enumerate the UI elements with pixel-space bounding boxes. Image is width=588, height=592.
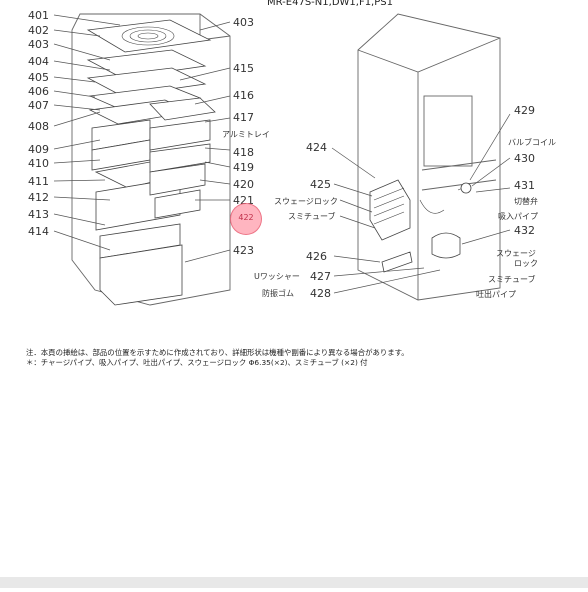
label-432-sub3: スミチューブ: [488, 274, 536, 284]
label-402: 402: [28, 24, 49, 37]
label-414: 414: [28, 225, 49, 238]
bottom-scroll-bar[interactable]: [0, 577, 588, 588]
right-leader-lines: [179, 21, 231, 263]
label-424: 424: [306, 141, 327, 154]
label-425-sub1: スウェージロック: [274, 197, 338, 206]
label-413: 413: [28, 208, 49, 221]
note-line-1: 注．本頁の挿絵は、部品の位置を示すために作成されており、詳細形状は機種や副番によ…: [26, 348, 409, 357]
label-411: 411: [28, 175, 49, 188]
label-426: 426: [306, 250, 327, 263]
label-417: 417: [233, 111, 254, 124]
label-422: 422: [238, 213, 254, 222]
label-401: 401: [28, 9, 49, 22]
highlight-part-422[interactable]: 422: [230, 203, 262, 235]
label-417-sub: アルミトレイ: [222, 130, 270, 139]
label-427-sub: Uワッシャー: [254, 272, 300, 281]
label-428: 428: [310, 287, 331, 300]
left-part-labels: 401 402 403 404 405 406 407 408 409 410 …: [28, 9, 49, 238]
right-part-labels: 403 415 416 417 アルミトレイ 418 419 420 421 4…: [222, 16, 270, 257]
label-412: 412: [28, 191, 49, 204]
label-420: 420: [233, 178, 254, 191]
label-403-right: 403: [233, 16, 254, 29]
label-416: 416: [233, 89, 254, 102]
left-leader-lines: [53, 14, 121, 251]
label-425-sub2: スミチューブ: [288, 211, 336, 221]
label-429: 429: [514, 104, 535, 117]
label-419: 419: [233, 161, 254, 174]
notes: 注．本頁の挿絵は、部品の位置を示すために作成されており、詳細形状は機種や副番によ…: [26, 348, 409, 368]
label-405: 405: [28, 71, 49, 84]
label-425: 425: [310, 178, 331, 191]
back-leader-lines: [331, 113, 511, 294]
back-parts: [369, 179, 472, 273]
back-cabinet: [357, 13, 501, 301]
label-423: 423: [233, 244, 254, 257]
model-title: MR-E47S-N1,DW1,F1,PS1: [267, 0, 393, 8]
label-430: 430: [514, 152, 535, 165]
label-432-sub4: 吐出パイプ: [476, 289, 516, 299]
label-432: 432: [514, 224, 535, 237]
label-432-sub2: ロック: [514, 259, 538, 268]
label-415: 415: [233, 62, 254, 75]
shelf-stack: [86, 19, 216, 306]
label-406: 406: [28, 85, 49, 98]
label-431-sub: 切替弁: [514, 196, 538, 206]
label-429-sub: バルブコイル: [508, 137, 556, 147]
back-part-labels: 424 425 スウェージロック スミチューブ 426 Uワッシャー 427 防…: [254, 104, 556, 300]
label-418: 418: [233, 146, 254, 159]
label-428-sub: 防振ゴム: [262, 288, 294, 298]
label-408: 408: [28, 120, 49, 133]
label-432-sub1: スウェージ: [496, 249, 536, 258]
label-432-pre: 吸入パイプ: [498, 212, 538, 221]
note-line-2: ＊：チャージパイプ、吸入パイプ、吐出パイプ、スウェージロック Φ6.35(×2)…: [26, 358, 368, 367]
label-410: 410: [28, 157, 49, 170]
label-431: 431: [514, 179, 535, 192]
label-407: 407: [28, 99, 49, 112]
label-427: 427: [310, 270, 331, 283]
label-404: 404: [28, 55, 49, 68]
label-409: 409: [28, 143, 49, 156]
label-403: 403: [28, 38, 49, 51]
